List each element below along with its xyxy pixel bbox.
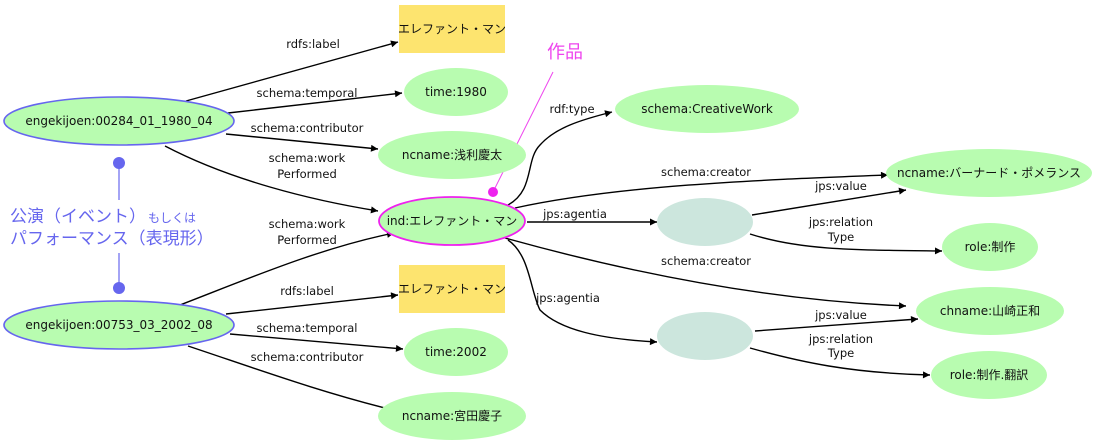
perf-note-dot-bottom bbox=[113, 282, 125, 294]
node-creator-1[interactable]: ncname:バーナード・ポメランス bbox=[886, 149, 1092, 197]
edge-label-p2-label: rdfs:label bbox=[280, 284, 334, 298]
perf-annotation-line1: 公演（イベント）もしくは bbox=[10, 207, 196, 227]
edge-p1-label bbox=[185, 40, 399, 102]
edge-label-work-creator1: schema:creator bbox=[661, 165, 751, 179]
edge-b2-relation bbox=[749, 347, 931, 379]
annotations: 作品 公演（イベント）もしくは パフォーマンス（表現形） bbox=[10, 42, 583, 249]
edge-label-b2-relation-1: jps:relation bbox=[808, 332, 873, 346]
edge-label-p1-label: rdfs:label bbox=[286, 37, 340, 51]
edge-p1-temporal bbox=[227, 90, 403, 114]
node-contributor-2[interactable]: ncname:宮田慶子 bbox=[378, 392, 526, 440]
edge-label-b1-value: jps:value bbox=[814, 179, 867, 193]
node-blank-1[interactable] bbox=[657, 198, 753, 246]
node-label: engekijoen:00753_03_2002_08 bbox=[25, 318, 212, 332]
edge-p2-label bbox=[225, 292, 399, 315]
node-label: ind:エレファント・マン bbox=[387, 214, 518, 228]
node-label: ncname:浅利慶太 bbox=[402, 147, 502, 162]
node-label: role:制作.翻訳 bbox=[950, 367, 1029, 382]
node-time-1980[interactable]: time:1980 bbox=[404, 68, 508, 116]
node-label: chname:山崎正和 bbox=[940, 304, 1040, 318]
edge-label-work-agentia2: jps:agentia bbox=[535, 291, 600, 305]
edge-p2-work bbox=[179, 230, 395, 306]
edge-label-p2-contributor: schema:contributor bbox=[251, 350, 364, 364]
edge-work-creator1 bbox=[514, 171, 889, 209]
edge-work-type bbox=[507, 110, 613, 206]
perf-annotation-line2: パフォーマンス（表現形） bbox=[10, 229, 214, 249]
node-contributor-1[interactable]: ncname:浅利慶太 bbox=[378, 131, 526, 179]
node-label: role:制作 bbox=[965, 240, 1016, 254]
edge-label-work-agentia1: jps:agentia bbox=[542, 207, 607, 221]
work-annotation: 作品 bbox=[547, 42, 583, 63]
node-blank-2[interactable] bbox=[657, 312, 753, 360]
node-label: schema:CreativeWork bbox=[641, 102, 773, 116]
edge-label-b2-value: jps:value bbox=[814, 308, 867, 322]
node-label: ncname:宮田慶子 bbox=[402, 408, 502, 423]
node-literal-label-2[interactable]: エレファント・マン bbox=[398, 265, 506, 313]
node-label: time:2002 bbox=[425, 345, 487, 359]
node-role-2[interactable]: role:制作.翻訳 bbox=[931, 351, 1047, 399]
perf-annotation-line1-b: もしくは bbox=[148, 211, 196, 225]
edge-p1-work bbox=[164, 145, 379, 214]
edges bbox=[164, 40, 943, 412]
node-time-2002[interactable]: time:2002 bbox=[404, 328, 508, 376]
edge-b1-value bbox=[751, 187, 907, 216]
edge-label-p1-work-2: Performed bbox=[277, 167, 337, 181]
node-label: エレファント・マン bbox=[398, 22, 506, 36]
node-work[interactable]: ind:エレファント・マン bbox=[378, 196, 526, 246]
edge-label-p2-temporal: schema:temporal bbox=[257, 321, 358, 335]
perf-note-dot-top bbox=[113, 157, 125, 169]
node-creator-2[interactable]: chname:山崎正和 bbox=[916, 287, 1064, 335]
node-label: engekijoen:00284_01_1980_04 bbox=[25, 114, 212, 128]
perf-annotation-line1-a: 公演（イベント） bbox=[10, 207, 146, 227]
work-note-dot bbox=[488, 187, 498, 197]
node-performance-2[interactable]: engekijoen:00753_03_2002_08 bbox=[3, 300, 235, 350]
edge-b2-value bbox=[754, 316, 919, 332]
edge-label-work-type: rdf:type bbox=[549, 102, 594, 116]
edge-label-work-creator2: schema:creator bbox=[661, 254, 751, 268]
edge-b1-relation bbox=[749, 233, 943, 255]
edge-label-p1-work-1: schema:work bbox=[269, 151, 346, 165]
edge-work-agentia2 bbox=[507, 239, 658, 346]
edge-label-p1-contributor: schema:contributor bbox=[251, 121, 364, 135]
nodes: engekijoen:00284_01_1980_04 engekijoen:0… bbox=[3, 5, 1092, 440]
edge-labels: rdfs:label schema:temporal schema:contri… bbox=[251, 37, 873, 364]
edge-work-creator2 bbox=[504, 237, 907, 310]
edge-label-p2-work-1: schema:work bbox=[269, 217, 346, 231]
edge-label-p2-work-2: Performed bbox=[277, 233, 337, 247]
edge-p2-temporal bbox=[229, 333, 404, 352]
edge-label-b1-relation-1: jps:relation bbox=[808, 215, 873, 229]
annotation-connectors bbox=[113, 71, 554, 294]
edge-p1-contributor bbox=[225, 133, 379, 152]
node-creative-work[interactable]: schema:CreativeWork bbox=[615, 85, 799, 133]
node-label: エレファント・マン bbox=[398, 282, 506, 296]
edge-label-b2-relation-2: Type bbox=[827, 346, 854, 360]
edge-label-p1-temporal: schema:temporal bbox=[257, 86, 358, 100]
node-performance-1[interactable]: engekijoen:00284_01_1980_04 bbox=[3, 96, 235, 146]
node-label: ncname:バーナード・ポメランス bbox=[897, 166, 1081, 180]
node-role-1[interactable]: role:制作 bbox=[942, 223, 1038, 271]
edge-label-b1-relation-2: Type bbox=[827, 230, 854, 244]
edge-p2-contributor bbox=[187, 345, 394, 412]
node-label: time:1980 bbox=[425, 85, 487, 99]
node-literal-label-1[interactable]: エレファント・マン bbox=[398, 5, 506, 53]
